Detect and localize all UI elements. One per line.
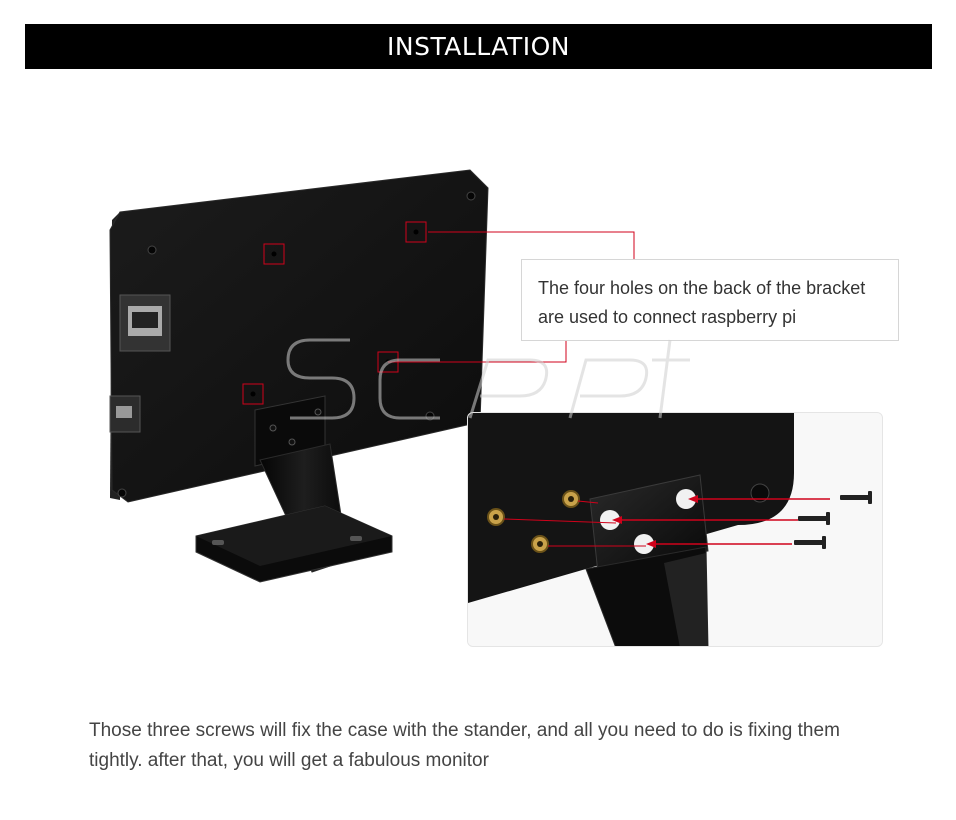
installation-caption: Those three screws will fix the case wit… (89, 716, 889, 776)
caption-line-1: Those three screws will fix the case wit… (89, 720, 840, 741)
callout-line-1: The four holes on the back of the bracke… (538, 278, 866, 298)
callout-line-2: are used to connect raspberry pi (538, 307, 797, 327)
screw-detail-illustration (468, 413, 882, 646)
section-banner: INSTALLATION (25, 24, 932, 69)
callout-box: The four holes on the back of the bracke… (521, 259, 899, 341)
screw-detail-photo (467, 412, 883, 647)
case-back-photo (109, 169, 489, 583)
caption-line-2: tightly. after that, you will get a fabu… (89, 750, 489, 771)
section-title: INSTALLATION (387, 32, 570, 61)
